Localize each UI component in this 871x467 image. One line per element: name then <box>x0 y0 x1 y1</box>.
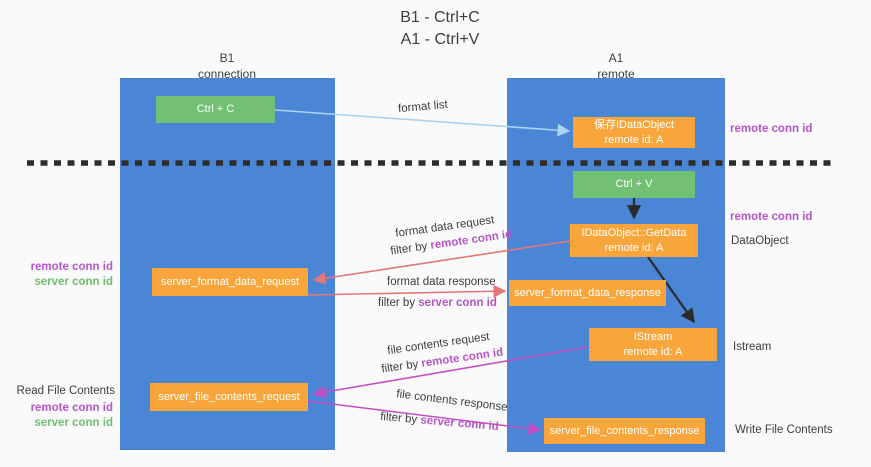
left-read-file-contents-label: Read File Contents <box>16 385 115 397</box>
right-remote-conn-id-mid: remote conn id <box>730 211 813 223</box>
server-conn-id-text: server conn id <box>418 297 497 309</box>
node-save-idataobject-line2: remote id: A <box>604 133 664 146</box>
arrow-format-data-request <box>312 240 571 285</box>
right-column-header-line2: remote <box>597 66 635 81</box>
edge-label-filter-server-1: filter by server conn id <box>378 297 497 309</box>
title-line-1: B1 - Ctrl+C <box>400 9 480 26</box>
node-ctrl-c-label: Ctrl + C <box>196 103 235 116</box>
right-istream-label: Istream <box>733 341 772 353</box>
node-server-format-data-response: server_format_data_response <box>509 280 666 306</box>
node-server-file-contents-response-label: server_file_contents_response <box>549 424 700 437</box>
node-istream: IStream remote id: A <box>589 328 717 361</box>
node-istream-line2: remote id: A <box>623 345 683 358</box>
node-idataobject-getdata: IDataObject::GetData remote id: A <box>570 224 698 257</box>
node-istream-line1: IStream <box>633 331 673 344</box>
edge-label-format-data-response: format data response <box>387 276 496 288</box>
arrow-file-contents-response <box>307 400 542 435</box>
node-server-file-contents-request-label: server_file_contents_request <box>158 390 300 403</box>
node-idataobject-getdata-line1: IDataObject::GetData <box>581 227 687 240</box>
left-column-header: B1 connection <box>167 51 287 82</box>
node-save-idataobject: 保存IDataObject remote id: A <box>573 117 695 148</box>
arrow-format-data-response <box>307 284 507 298</box>
node-server-file-contents-request: server_file_contents_request <box>150 383 308 411</box>
node-server-format-data-request-label: server_format_data_request <box>160 275 300 288</box>
node-server-file-contents-response: server_file_contents_response <box>544 418 705 444</box>
right-column-header-line1: A1 <box>608 51 624 65</box>
filter-by-text: filter by <box>378 297 416 309</box>
right-column-header: A1 remote <box>556 51 676 82</box>
arrow-file-contents-request <box>312 346 589 399</box>
left-column-header-line2: connection <box>197 66 257 81</box>
node-server-format-data-request: server_format_data_request <box>152 268 308 296</box>
arrow-getdata-to-istream <box>647 256 695 324</box>
left-remote-conn-id-bottom: remote conn id <box>30 402 113 414</box>
left-column-header-line1: B1 <box>219 51 235 65</box>
left-remote-conn-id-mid: remote conn id <box>30 261 113 273</box>
node-save-idataobject-line1: 保存IDataObject <box>593 119 675 132</box>
title-line-2: A1 - Ctrl+V <box>400 30 480 48</box>
right-dataobject-label: DataObject <box>731 235 789 247</box>
right-write-file-contents-label: Write File Contents <box>735 424 833 436</box>
left-server-conn-id-mid: server conn id <box>34 276 113 288</box>
left-server-conn-id-bottom: server conn id <box>34 417 113 429</box>
node-idataobject-getdata-line2: remote id: A <box>604 241 664 254</box>
right-remote-conn-id-top: remote conn id <box>730 123 813 135</box>
node-ctrl-v: Ctrl + V <box>573 171 695 198</box>
node-ctrl-c: Ctrl + C <box>156 96 275 123</box>
arrow-format-list <box>274 109 571 137</box>
diagram-title: B1 - Ctrl+C A1 - Ctrl+V <box>340 7 540 50</box>
node-server-format-data-response-label: server_format_data_response <box>514 286 661 299</box>
node-ctrl-v-label: Ctrl + V <box>615 178 653 191</box>
